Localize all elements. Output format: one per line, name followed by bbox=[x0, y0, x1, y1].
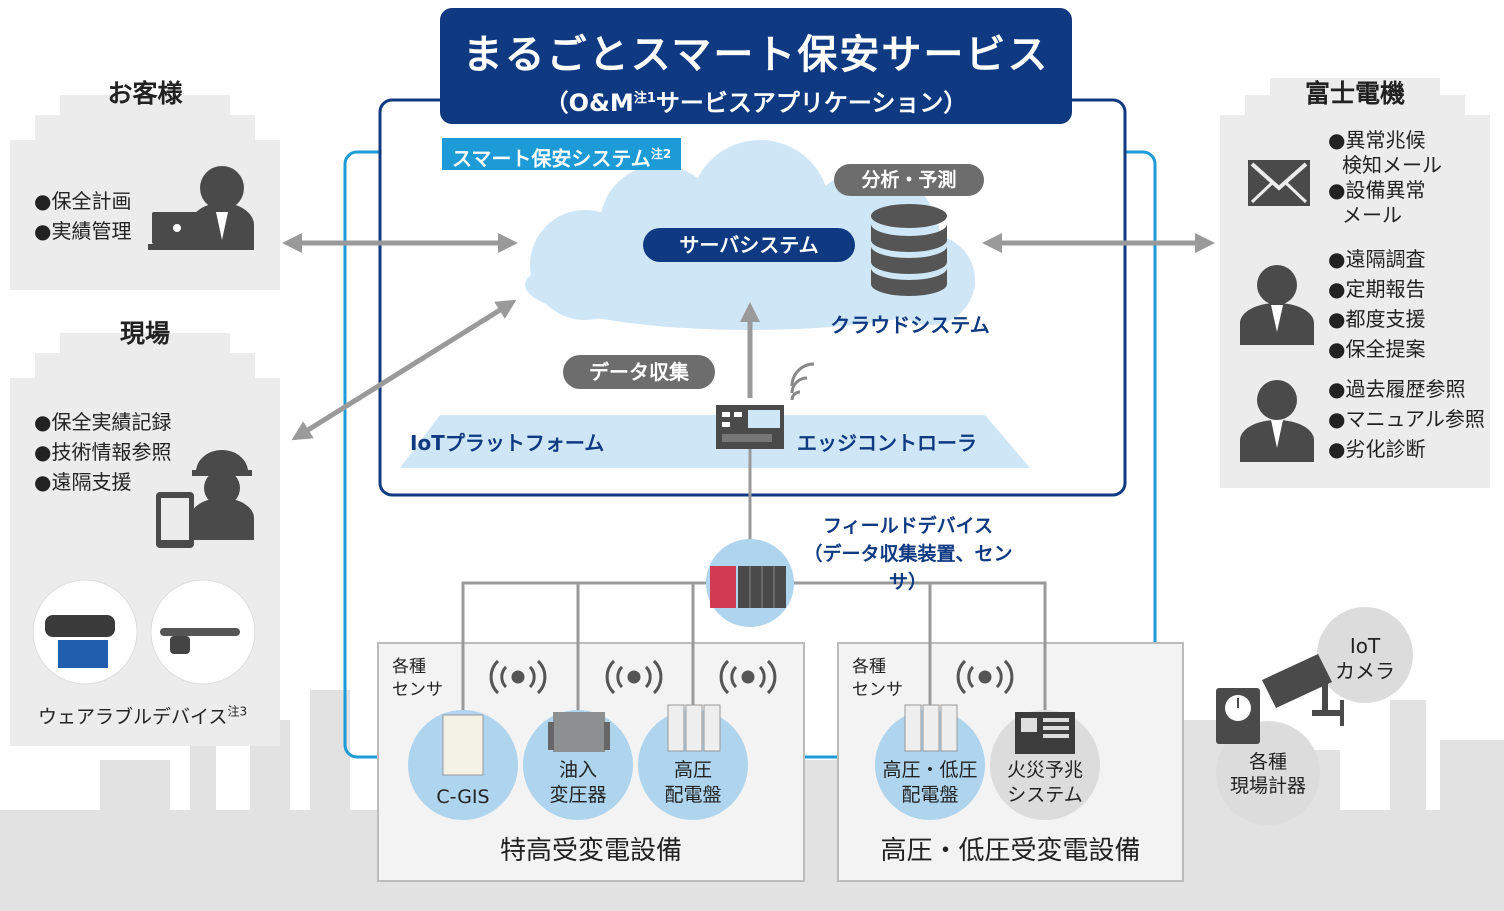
field-item: ●遠隔支援 bbox=[34, 470, 132, 494]
fuji-group-reference: ●過去履歴参照 ●マニュアル参照 ●劣化診断 bbox=[1328, 374, 1485, 464]
field-items: ●保全実績記録 ●技術情報参照 ●遠隔支援 bbox=[34, 407, 171, 497]
equipment-label-line: 変圧器 bbox=[549, 784, 607, 806]
sensor-label-line: 各種 bbox=[852, 657, 886, 677]
iot-camera-label: IoT カメラ bbox=[1320, 634, 1410, 684]
gauge-meter-icon bbox=[1216, 688, 1260, 744]
staff-icon bbox=[1240, 380, 1314, 462]
ehv-sensor-label: 各種 センサ bbox=[392, 656, 443, 702]
fuji-group-support: ●遠隔調査 ●定期報告 ●都度支援 ●保全提案 bbox=[1328, 244, 1425, 364]
site-meter-circle bbox=[1216, 721, 1320, 825]
fuji-item: ●保全提案 bbox=[1328, 337, 1426, 361]
equipment-label-fire-system: 火災予兆 システム bbox=[990, 758, 1100, 808]
equipment-label-line: 火災予兆 bbox=[1006, 759, 1083, 781]
wireless-signal-icon bbox=[790, 362, 815, 401]
businessperson-laptop-icon bbox=[148, 166, 254, 250]
cloud-system-label: クラウドシステム bbox=[830, 313, 990, 337]
sensor-label-line: センサ bbox=[852, 680, 903, 700]
equipment-label-hv-switchboard: 高圧 配電盤 bbox=[643, 758, 743, 808]
smart-system-note: 注2 bbox=[650, 147, 672, 161]
server-system-label: サーバシステム bbox=[643, 228, 855, 262]
service-subtitle: （O&M注1サービスアプリケーション） bbox=[440, 83, 1072, 118]
equipment-label-line: 高圧・低圧 bbox=[882, 759, 978, 781]
customer-items: ●保全計画 ●実績管理 bbox=[34, 186, 131, 246]
fuji-item: メール bbox=[1342, 203, 1402, 227]
iot-platform-shape bbox=[400, 415, 1030, 468]
cgis-icon bbox=[442, 714, 484, 776]
smart-system-label: スマート保安システム注2 bbox=[442, 138, 682, 171]
service-title-banner: まるごとスマート保安サービス （O&M注1サービスアプリケーション） bbox=[440, 8, 1072, 124]
smart-glasses-icon bbox=[45, 615, 240, 668]
equipment-label-cgis: C-GIS bbox=[436, 786, 490, 808]
field-cloud-arrow bbox=[291, 299, 517, 441]
switchboard-icon bbox=[667, 704, 721, 752]
field-device-label: フィールドデバイス （データ収集装置、センサ） bbox=[790, 512, 1026, 596]
service-title: まるごとスマート保安サービス bbox=[462, 32, 1050, 78]
edge-controller-label: エッジコントローラ bbox=[797, 431, 977, 455]
fuji-item: ●遠隔調査 bbox=[1328, 247, 1426, 271]
fuji-group-alerts: ●異常兆候 検知メール ●設備異常 メール bbox=[1328, 128, 1442, 228]
hv-substation-title: 高圧・低圧受変電設備 bbox=[880, 836, 1141, 866]
field-panel bbox=[10, 333, 280, 746]
database-icon bbox=[871, 204, 947, 296]
camera-label-line: IoT bbox=[1349, 634, 1381, 658]
lv-switchboard-icon bbox=[904, 704, 958, 752]
equipment-label-lv-switchboard: 高圧・低圧 配電盤 bbox=[870, 758, 990, 808]
meter-label-line: 現場計器 bbox=[1229, 775, 1306, 797]
sensor-label-line: 各種 bbox=[392, 657, 426, 677]
fire-panel-icon bbox=[1015, 712, 1075, 754]
analysis-prediction-label: 分析・予測 bbox=[834, 164, 984, 196]
fuji-item: ●マニュアル参照 bbox=[1328, 407, 1485, 431]
customer-item: ●実績管理 bbox=[34, 219, 132, 243]
equipment-label-line: システム bbox=[1007, 784, 1083, 806]
fuji-item: ●設備異常 bbox=[1328, 178, 1426, 202]
wearable-label-text: ウェアラブルデバイス bbox=[38, 706, 228, 728]
equipment-label-line: 配電盤 bbox=[901, 784, 959, 806]
staff-icon bbox=[1240, 265, 1314, 345]
site-meter-label: 各種 現場計器 bbox=[1218, 750, 1318, 798]
cloud-shape bbox=[525, 140, 975, 330]
subtitle-suffix: サービスアプリケーション） bbox=[655, 89, 968, 117]
sensor-wave-icon bbox=[489, 659, 1014, 695]
subtitle-note: 注1 bbox=[633, 91, 656, 106]
mail-icon bbox=[1248, 160, 1310, 206]
iot-platform-label: IoTプラットフォーム bbox=[410, 431, 605, 455]
wearable-note: 注3 bbox=[227, 704, 248, 719]
fuji-item: ●劣化診断 bbox=[1328, 437, 1426, 461]
smart-system-text: スマート保安システム bbox=[452, 146, 651, 171]
fuji-item: ●過去履歴参照 bbox=[1328, 377, 1466, 401]
fuji-item: ●異常兆候 bbox=[1328, 128, 1426, 152]
security-camera-icon bbox=[1262, 654, 1344, 726]
field-device-line: （データ収集装置、センサ） bbox=[803, 543, 1013, 593]
camera-label-line: カメラ bbox=[1335, 659, 1395, 683]
customer-item: ●保全計画 bbox=[34, 189, 132, 213]
fuji-title: 富士電機 bbox=[1304, 79, 1405, 108]
hv-sensor-label: 各種 センサ bbox=[852, 656, 903, 702]
equipment-label-line: 油入 bbox=[558, 759, 597, 781]
equipment-label-transformer: 油入 変圧器 bbox=[528, 758, 628, 808]
edge-controller-icon bbox=[716, 405, 784, 449]
field-device-icon bbox=[710, 566, 786, 608]
field-item: ●技術情報参照 bbox=[34, 440, 172, 464]
wearable-label: ウェアラブルデバイス注3 bbox=[38, 702, 247, 729]
data-collection-label: データ収集 bbox=[563, 355, 715, 389]
field-item: ●保全実績記録 bbox=[34, 410, 172, 434]
subtitle-prefix: （O&M bbox=[544, 89, 634, 117]
fuji-item: ●都度支援 bbox=[1328, 307, 1426, 331]
customer-title: お客様 bbox=[107, 79, 183, 108]
ehv-substation-title: 特高受変電設備 bbox=[499, 836, 682, 866]
field-title: 現場 bbox=[119, 319, 170, 348]
meter-label-line: 各種 bbox=[1248, 751, 1287, 773]
equipment-label-line: 高圧 bbox=[673, 759, 712, 781]
equipment-label-line: 配電盤 bbox=[664, 784, 722, 806]
sensor-label-line: センサ bbox=[392, 680, 443, 700]
worker-tablet-icon bbox=[156, 450, 254, 548]
transformer-icon bbox=[548, 712, 610, 752]
iot-camera-circle bbox=[1317, 607, 1413, 703]
fuji-item: ●定期報告 bbox=[1328, 277, 1426, 301]
fuji-item: 検知メール bbox=[1342, 153, 1442, 177]
field-device-line: フィールドデバイス bbox=[822, 515, 994, 537]
